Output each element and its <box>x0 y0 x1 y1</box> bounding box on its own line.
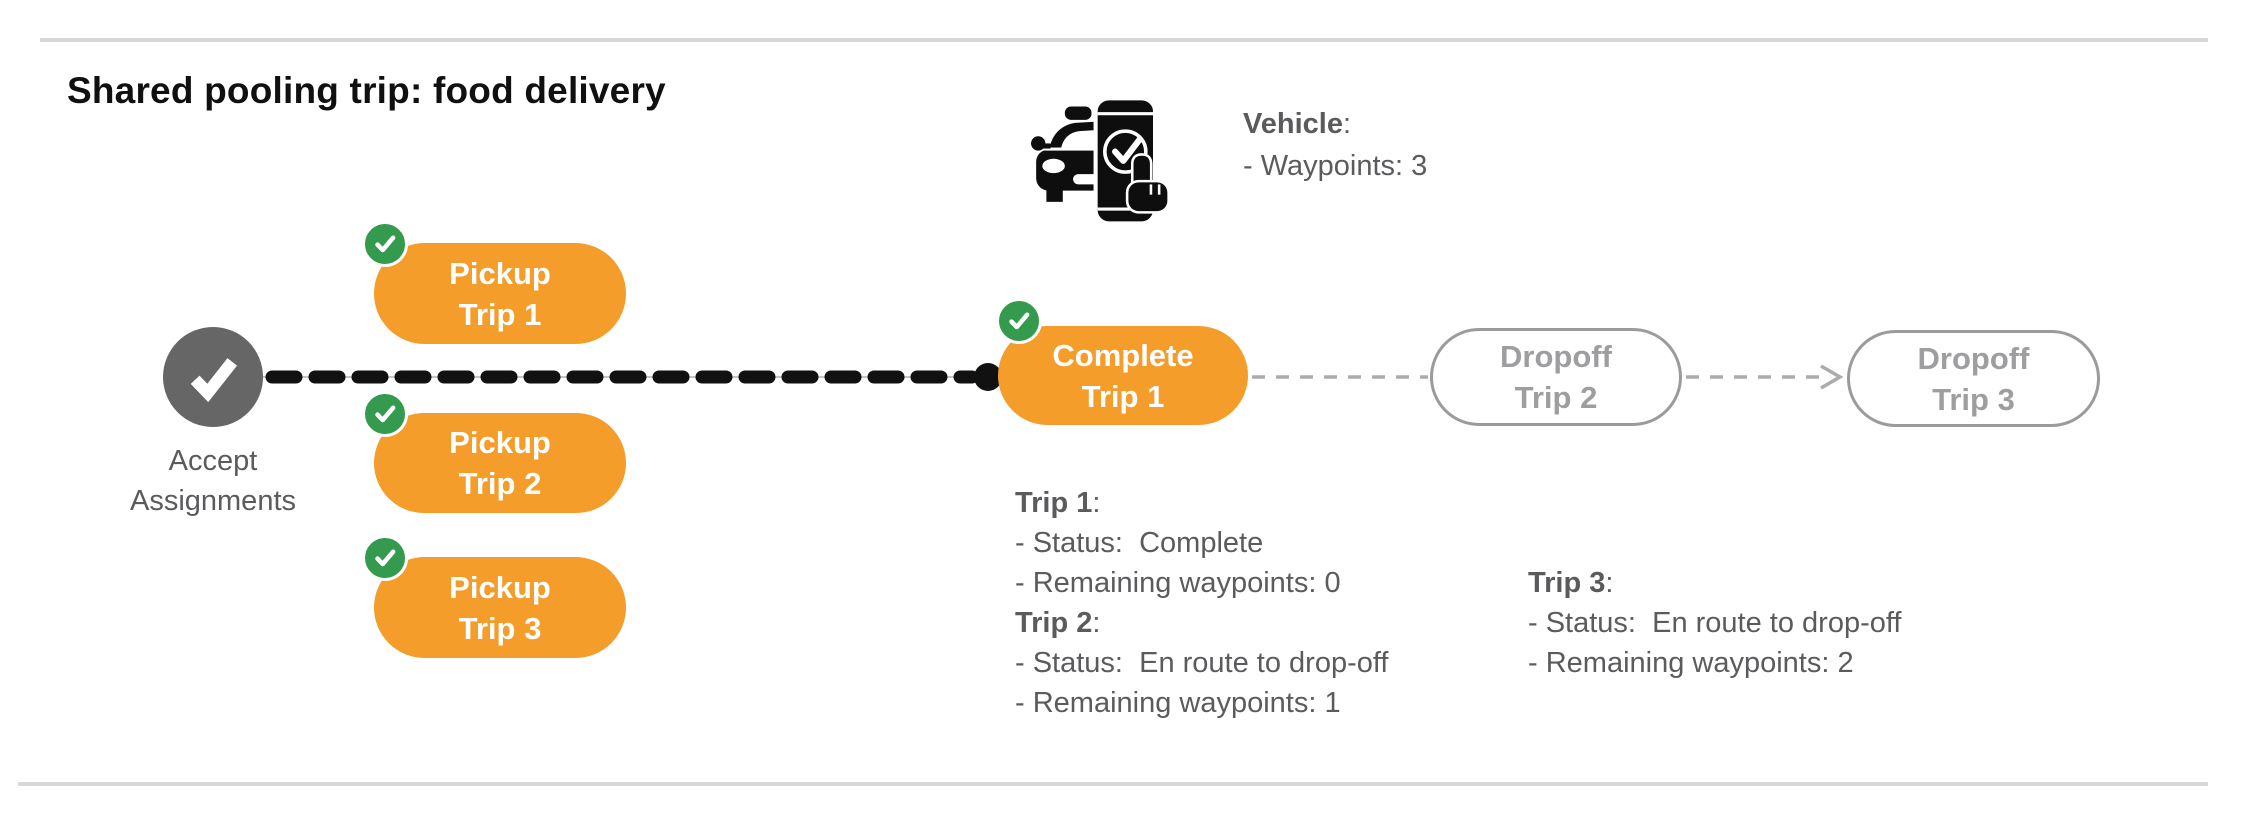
trip-status-block-left: Trip 1: - Status: Complete - Remaining w… <box>1015 483 1388 723</box>
vehicle-info: Vehicle: - Waypoints: 3 <box>1243 103 1427 187</box>
check-icon <box>375 549 396 567</box>
trip-1-heading: Trip 1: <box>1015 487 1101 519</box>
check-icon <box>1009 312 1030 330</box>
check-badge <box>362 535 408 581</box>
node-dropoff-trip-2: Dropoff Trip 2 <box>1430 328 1682 426</box>
page-title: Shared pooling trip: food delivery <box>67 70 666 111</box>
trip-3-heading: Trip 3: <box>1528 567 1614 599</box>
trip-3-waypoints-line: - Remaining waypoints: 2 <box>1528 647 1854 679</box>
accept-assignments-label: Accept Assignments <box>129 445 296 517</box>
trip-2-heading: Trip 2: <box>1015 607 1101 639</box>
node-complete-trip-1: Complete Trip 1 <box>996 298 1248 425</box>
node-pickup-trip-3: Pickup Trip 3 <box>362 535 626 658</box>
trip-3-status-line: - Status: En route to drop-off <box>1528 607 1902 639</box>
node-dropoff-trip-3: Dropoff Trip 3 <box>1847 330 2100 427</box>
check-badge <box>362 221 408 267</box>
bottom-divider <box>18 782 2208 786</box>
vehicle-heading: Vehicle: <box>1243 108 1352 140</box>
check-icon <box>190 358 238 403</box>
node-accept-assignments <box>163 327 263 427</box>
vehicle-waypoints: - Waypoints: 3 <box>1243 150 1428 182</box>
check-icon <box>375 235 396 253</box>
check-badge <box>996 298 1042 344</box>
vehicle-phone-check-icon <box>1031 96 1170 226</box>
trip-1-waypoints-line: - Remaining waypoints: 0 <box>1015 567 1341 599</box>
trip-status-block-right: Trip 3: - Status: En route to drop-off -… <box>1528 563 1901 683</box>
top-divider <box>40 38 2208 42</box>
check-badge <box>362 391 408 437</box>
trip-2-waypoints-line: - Remaining waypoints: 1 <box>1015 687 1341 719</box>
check-icon <box>375 405 396 423</box>
node-pickup-trip-2: Pickup Trip 2 <box>362 391 626 513</box>
trip-1-status-line: - Status: Complete <box>1015 527 1264 559</box>
node-pickup-trip-1: Pickup Trip 1 <box>362 221 626 344</box>
trip-2-status-line: - Status: En route to drop-off <box>1015 647 1389 679</box>
